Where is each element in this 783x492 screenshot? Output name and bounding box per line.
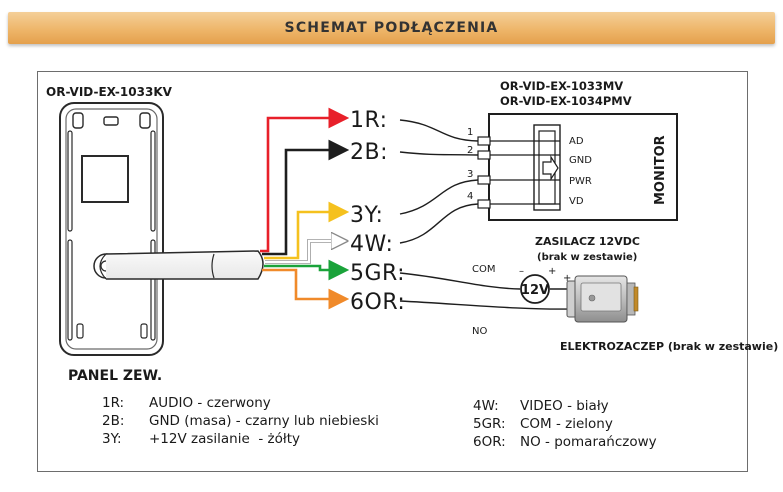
pin-number-3: 3 — [467, 169, 473, 180]
lock-plus-sign: + — [563, 273, 571, 284]
legend-signal: AUDIO — [149, 395, 194, 411]
wire-label-3y: 3Y: — [350, 203, 383, 228]
wire-red — [260, 107, 350, 253]
no-wire — [399, 300, 573, 310]
power-supply-note: (brak w zestawie) — [537, 252, 637, 263]
monitor-model-1: OR-VID-EX-1033MV — [500, 79, 623, 93]
panel-caption: PANEL ZEW. — [68, 368, 162, 384]
legend-row: 3Y: +12V zasilanie - żółty — [102, 430, 379, 448]
legend-row: 6OR: NO - pomarańczowy — [473, 433, 657, 451]
wire-label-4w: 4W: — [350, 232, 393, 257]
plus-sign: + — [548, 266, 556, 277]
legend-color: - czarny lub niebieski — [231, 413, 379, 429]
monitor-box — [477, 113, 678, 221]
com-wire — [399, 272, 521, 290]
wire-white — [265, 241, 344, 264]
pin-number-2: 2 — [467, 145, 473, 156]
panel-model-label: OR-VID-EX-1033KV — [46, 85, 173, 99]
lock-label: ELEKTROZACZEP (brak w zestawie) — [560, 340, 778, 353]
electric-lock — [566, 275, 639, 323]
legend-signal: NO — [520, 434, 541, 450]
legend-code: 6OR: — [473, 434, 506, 450]
power-supply-symbol: 12V – + + — [519, 266, 572, 304]
wire-black — [262, 139, 350, 256]
legend-code: 2B: — [102, 413, 125, 429]
wire-yellow — [264, 201, 350, 260]
legend-row: 5GR: COM - zielony — [473, 415, 657, 433]
legend-color: - żółty — [249, 431, 301, 447]
legend-row: 4W: VIDEO - biały — [473, 397, 657, 415]
legend-right: 4W: VIDEO - biały 5GR: COM - zielony 6OR… — [473, 397, 657, 451]
pin-name-gnd: GND — [569, 155, 592, 166]
legend-row: 1R: AUDIO - czerwony — [102, 394, 379, 412]
wire-green — [264, 259, 350, 281]
pin-number-4: 4 — [467, 191, 473, 202]
com-label: COM — [472, 264, 495, 275]
legend-signal: +12V zasilanie — [149, 431, 250, 447]
legend-color: - zielony — [551, 416, 613, 432]
power-supply-title: ZASILACZ 12VDC — [535, 235, 640, 248]
header-bar: SCHEMAT PODŁĄCZENIA — [8, 12, 775, 44]
legend-code: 1R: — [102, 395, 125, 411]
pin-name-vd: VD — [569, 196, 584, 207]
outdoor-panel — [59, 102, 164, 356]
monitor-label: MONITOR — [653, 135, 668, 205]
legend-code: 3Y: — [102, 431, 122, 447]
no-label: NO — [472, 326, 487, 337]
legend-signal: COM — [520, 416, 552, 432]
legend-color: - biały — [562, 398, 609, 414]
wire-label-2b: 2B: — [350, 140, 388, 165]
legend-signal: GND (masa) — [149, 413, 232, 429]
legend-code: 5GR: — [473, 416, 506, 432]
wire-label-1r: 1R: — [350, 108, 388, 133]
pin-name-ad: AD — [569, 136, 584, 147]
legend-signal: VIDEO — [520, 398, 563, 414]
monitor-model-2: OR-VID-EX-1034PMV — [500, 94, 632, 108]
wire-label-5gr: 5GR: — [350, 261, 405, 286]
wire-label-6or: 6OR: — [350, 290, 405, 315]
legend-code: 4W: — [473, 398, 499, 414]
pin-name-pwr: PWR — [569, 176, 592, 187]
cable-sheath — [99, 250, 264, 280]
legend-row: 2B: GND (masa) - czarny lub niebieski — [102, 412, 379, 430]
legend-color: - pomarańczowy — [540, 434, 657, 450]
legend-color: - czerwony — [193, 395, 271, 411]
minus-sign: – — [519, 266, 524, 277]
header-title: SCHEMAT PODŁĄCZENIA — [284, 20, 499, 36]
pin-number-1: 1 — [467, 127, 473, 138]
monitor-connections — [399, 119, 479, 244]
voltage-label: 12V — [521, 283, 549, 298]
wire-orange — [262, 268, 350, 310]
legend-left: 1R: AUDIO - czerwony 2B: GND (masa) - cz… — [102, 394, 379, 448]
